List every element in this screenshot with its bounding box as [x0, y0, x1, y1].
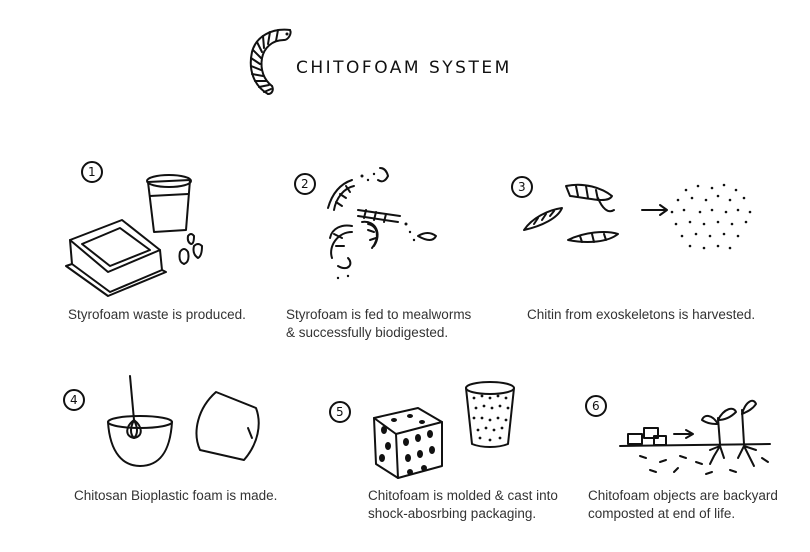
step-4-number-badge: 4 [63, 389, 85, 411]
step-5-number: 5 [336, 405, 344, 419]
step-6-caption-line-2: composted at end of life. [588, 506, 736, 521]
step-2-number-badge: 2 [294, 173, 316, 195]
step-5-caption-line-1: Chitofoam is molded & cast into [368, 488, 558, 503]
step-6-number-badge: 6 [585, 395, 607, 417]
molded-packaging-icon [373, 381, 515, 479]
step-3-number: 3 [518, 180, 526, 194]
chitin-particles-icon [670, 183, 752, 250]
step-2-caption-line-2: & successfully biodigested. [286, 325, 449, 340]
step-4-caption: Chitosan Bioplastic foam is made. [74, 488, 278, 503]
step-6-number: 6 [592, 399, 600, 413]
step-6-caption-line-1: Chitofoam objects are backyard [588, 488, 778, 503]
step-2-number: 2 [301, 177, 309, 191]
step-5-caption-line-2: shock-abosrbing packaging. [368, 506, 537, 521]
step-1-number: 1 [88, 165, 96, 179]
step-3-number-badge: 3 [511, 176, 533, 198]
arrow-right-icon [641, 204, 668, 216]
compost-plant-icon [619, 399, 771, 475]
step-1-number-badge: 1 [81, 161, 103, 183]
foam-sheet-icon [195, 391, 260, 461]
step-3-caption: Chitin from exoskeletons is harvested. [527, 307, 756, 322]
exoskeletons-icon [523, 183, 619, 243]
step-5-number-badge: 5 [329, 401, 351, 423]
step-2-caption-line-1: Styrofoam is fed to mealworms [286, 307, 472, 322]
mealworm-logo-icon [249, 28, 292, 95]
styrofoam-waste-icon [65, 174, 203, 297]
mealworms-eating-icon [327, 167, 437, 280]
page-title: CHITOFOAM SYSTEM [296, 58, 512, 78]
step-1-caption: Styrofoam waste is produced. [68, 307, 246, 322]
bowl-whisk-icon [107, 375, 173, 467]
step-4-number: 4 [70, 393, 78, 407]
